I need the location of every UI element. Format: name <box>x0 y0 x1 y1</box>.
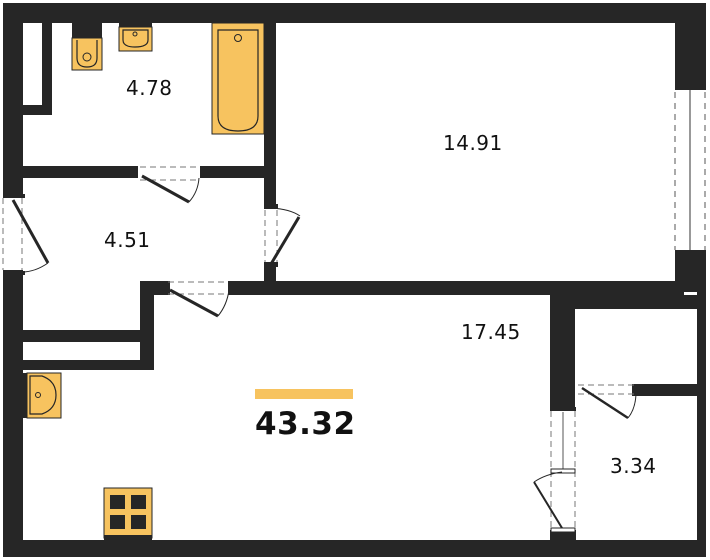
total-area-accent-bar <box>255 389 353 399</box>
door-balcony-double <box>533 407 576 533</box>
room-area-storage: 3.34 <box>610 454 657 478</box>
door-kitchen <box>168 281 230 318</box>
door-room <box>264 204 301 267</box>
total-area: 43.32 <box>255 406 356 442</box>
stove-icon <box>103 487 153 540</box>
walls <box>3 3 706 557</box>
room-area-hallway: 4.51 <box>104 228 151 252</box>
bathtub-icon <box>211 22 265 135</box>
sink-icon <box>118 22 153 52</box>
door-storage <box>578 384 637 420</box>
room-area-kitchen-living: 17.45 <box>461 320 521 344</box>
room-area-bathroom: 4.78 <box>126 76 173 100</box>
door-bathroom <box>140 166 200 204</box>
room-area-room: 14.91 <box>443 131 503 155</box>
window-right <box>674 85 706 255</box>
entrance-door <box>2 194 50 275</box>
kitchen-sink-icon <box>22 372 62 419</box>
toilet-icon <box>71 22 103 71</box>
